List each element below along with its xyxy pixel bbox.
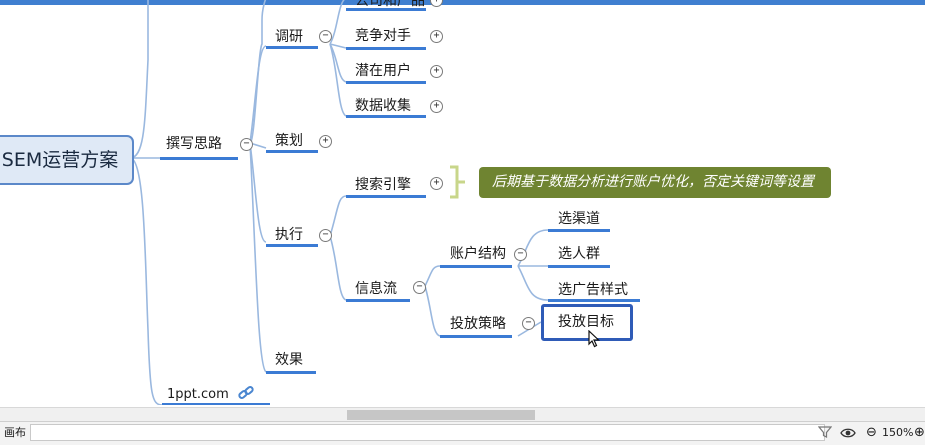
- node-underline: [346, 8, 426, 11]
- expand-toggle-competitor[interactable]: +: [430, 30, 443, 43]
- window-top-accent-bar: [0, 0, 925, 5]
- edge-writing-research: [249, 45, 267, 144]
- collapse-toggle-feed[interactable]: −: [413, 281, 426, 294]
- horizontal-scrollbar[interactable]: [0, 407, 925, 422]
- horizontal-scrollbar-thumb[interactable]: [347, 410, 535, 420]
- collapse-toggle-execution[interactable]: −: [319, 229, 332, 242]
- node-execution[interactable]: 执行: [275, 227, 303, 243]
- node-underline: [346, 195, 426, 198]
- sheet-tab[interactable]: 画布 1: [4, 426, 37, 439]
- node-select-ad-style[interactable]: 选广告样式: [558, 282, 628, 298]
- collapse-toggle-research[interactable]: −: [319, 30, 332, 43]
- node-delivery-strategy[interactable]: 投放策略: [450, 316, 506, 332]
- zoom-in-button[interactable]: ⊕: [914, 425, 925, 440]
- node-search-engine[interactable]: 搜索引擎: [355, 177, 411, 193]
- mindmap-canvas[interactable]: SEM运营方案 撰写思路 − 调研 − 公司和产品 + 竞争对手 + 潜在用户 …: [0, 0, 925, 405]
- node-information-feed[interactable]: 信息流: [355, 281, 397, 297]
- node-underline: [162, 403, 270, 405]
- node-research[interactable]: 调研: [275, 29, 303, 45]
- collapse-toggle-account-structure[interactable]: −: [514, 248, 527, 261]
- node-underline: [160, 157, 238, 160]
- edge-root-link: [129, 157, 163, 405]
- expand-toggle-data-collection[interactable]: +: [430, 100, 443, 113]
- edge-writing-effect: [249, 142, 267, 373]
- hyperlink-icon[interactable]: [237, 384, 255, 402]
- node-writing-approach[interactable]: 撰写思路: [166, 136, 222, 152]
- filter-icon[interactable]: [818, 425, 832, 439]
- edge-research-data: [329, 43, 347, 117]
- collapse-toggle-writing[interactable]: −: [240, 138, 253, 151]
- status-bar: 画布 1 ⊖ 150% ⊕: [0, 421, 925, 445]
- node-underline: [548, 299, 640, 302]
- edge-exec-search: [329, 195, 347, 237]
- search-engine-note-callout[interactable]: 后期基于数据分析进行账户优化，否定关键词等设置: [479, 167, 831, 198]
- node-select-channel[interactable]: 选渠道: [558, 211, 600, 227]
- sheet-tab-strip: [30, 424, 825, 441]
- node-underline: [266, 244, 318, 247]
- root-node-sem-plan[interactable]: SEM运营方案: [0, 135, 134, 185]
- node-effect[interactable]: 效果: [275, 352, 303, 368]
- edge-account-adstyle: [517, 265, 549, 301]
- node-competitor[interactable]: 竞争对手: [355, 28, 411, 44]
- node-underline: [346, 299, 410, 302]
- node-underline: [346, 47, 426, 50]
- edge-research-competitor: [329, 43, 347, 49]
- node-company-product[interactable]: 公司和产品: [355, 0, 425, 9]
- node-select-audience[interactable]: 选人群: [558, 246, 600, 262]
- node-planning[interactable]: 策划: [275, 133, 303, 149]
- node-underline: [346, 115, 426, 118]
- edge-root-spine: [129, 0, 149, 159]
- zoom-level: 150%: [882, 426, 914, 439]
- edge-writing-spine: [249, 0, 267, 144]
- connector-lines: [129, 0, 549, 405]
- edge-research-users: [329, 43, 347, 83]
- eye-icon[interactable]: [840, 426, 856, 440]
- node-underline: [266, 371, 316, 374]
- expand-toggle-potential-users[interactable]: +: [430, 65, 443, 78]
- node-underline: [266, 46, 318, 49]
- edge-exec-feed: [329, 235, 347, 301]
- node-account-structure[interactable]: 账户结构: [450, 246, 506, 262]
- zoom-out-button[interactable]: ⊖: [866, 425, 877, 440]
- mouse-pointer-icon: [588, 330, 600, 348]
- node-data-collection[interactable]: 数据收集: [355, 98, 411, 114]
- edge-writing-execution: [249, 142, 267, 243]
- node-potential-users[interactable]: 潜在用户: [355, 63, 411, 79]
- node-delivery-target[interactable]: 投放目标: [558, 314, 614, 330]
- edge-account-channel: [517, 229, 549, 267]
- node-link-1ppt[interactable]: 1ppt.com: [167, 387, 229, 402]
- node-underline: [346, 81, 426, 84]
- node-underline: [548, 229, 610, 232]
- expand-toggle-search-engine[interactable]: +: [430, 177, 443, 190]
- collapse-toggle-delivery-strategy[interactable]: −: [522, 317, 535, 330]
- node-underline: [266, 150, 318, 153]
- node-underline: [440, 335, 512, 338]
- note-bracket: [450, 165, 465, 199]
- edge-feed-delivery: [424, 285, 441, 337]
- node-underline: [440, 265, 512, 268]
- expand-toggle-planning[interactable]: +: [319, 135, 332, 148]
- selected-node-frame[interactable]: [541, 304, 633, 341]
- edge-research-company: [329, 0, 346, 45]
- edge-feed-account: [424, 265, 441, 287]
- node-underline: [548, 265, 610, 268]
